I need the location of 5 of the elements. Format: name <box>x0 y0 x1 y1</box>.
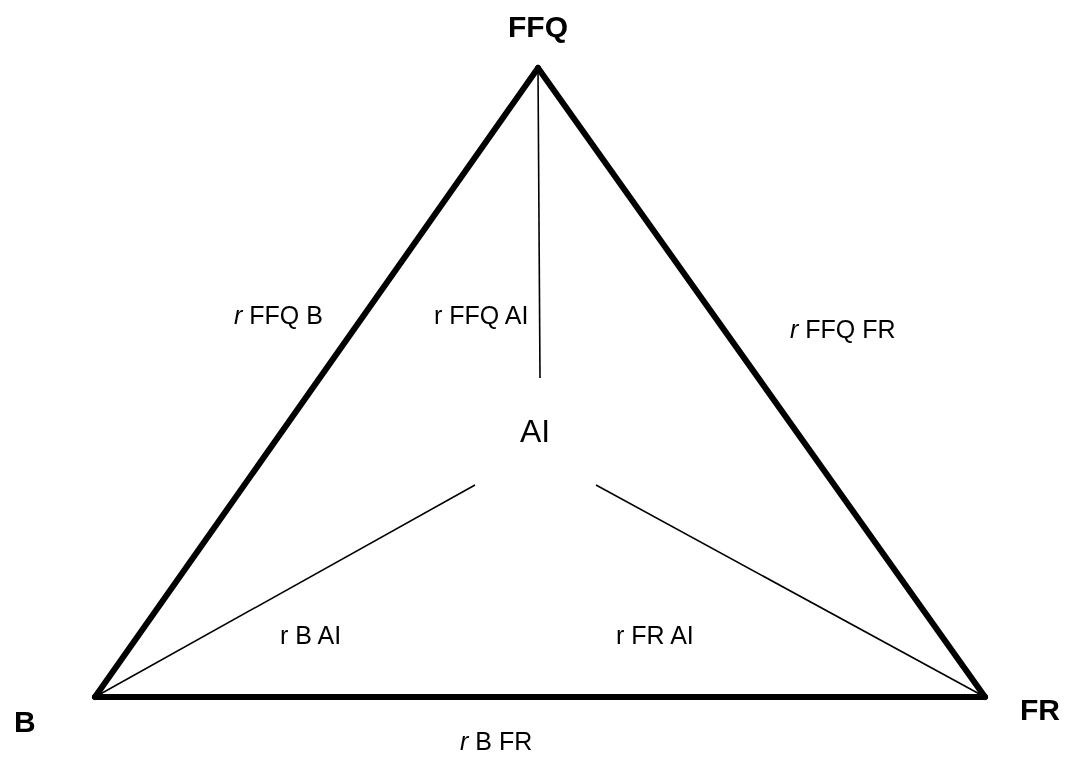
vertex-label: B <box>14 697 95 739</box>
triangle-side <box>92 694 988 700</box>
vertex-label: FFQ <box>488 10 588 68</box>
center-label: AI <box>470 378 600 485</box>
vertex-label: FR <box>985 690 1060 730</box>
